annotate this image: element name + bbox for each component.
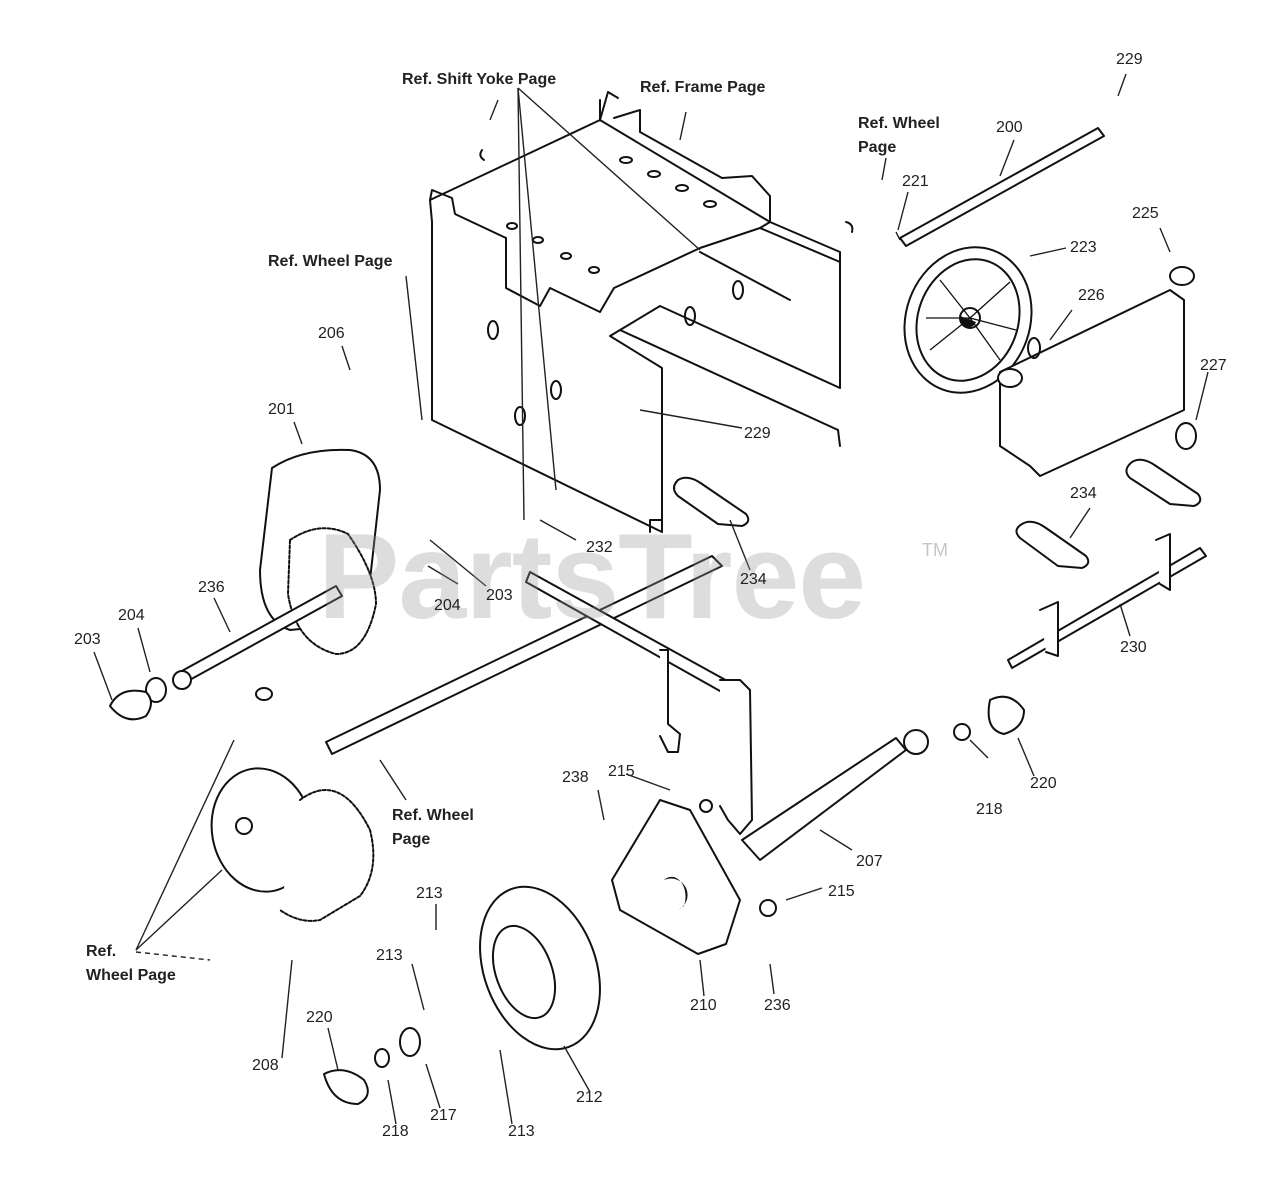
leader-lines xyxy=(93,73,1209,1125)
callout: 230 xyxy=(1120,639,1147,656)
callout: 210 xyxy=(690,997,717,1014)
callout: 218 xyxy=(976,801,1003,818)
callout: 215 xyxy=(828,883,855,900)
ref-wheel-page-bottom-line2: Wheel Page xyxy=(86,967,176,984)
callout: 207 xyxy=(856,853,883,870)
bracket-227 xyxy=(997,266,1197,477)
shaft-207 xyxy=(741,695,1025,861)
frame-housing xyxy=(429,91,854,533)
callout: 213 xyxy=(508,1123,535,1140)
pads-234 xyxy=(673,458,1202,569)
callout: 234 xyxy=(1070,485,1097,502)
ref-wheel-page-bottom-line1: Ref. xyxy=(86,943,117,960)
pulley-212 xyxy=(479,885,601,1051)
callout: 221 xyxy=(902,173,929,190)
ref-frame-page: Ref. Frame Page xyxy=(640,79,766,96)
callout: 236 xyxy=(198,579,225,596)
callout: 204 xyxy=(434,597,461,614)
callout: 217 xyxy=(430,1107,457,1124)
ref-wheel-page-mid-line1: Ref. Wheel xyxy=(392,807,474,824)
callout: 208 xyxy=(252,1057,279,1074)
callout: 232 xyxy=(586,539,613,556)
callout: 226 xyxy=(1078,287,1105,304)
callout: 215 xyxy=(608,763,635,780)
callout: 218 xyxy=(382,1123,409,1140)
ref-shift-yoke-page: Ref. Shift Yoke Page xyxy=(402,71,557,88)
callout: 212 xyxy=(576,1089,603,1106)
callout: 227 xyxy=(1200,357,1227,374)
ref-wheel-page-mid-line2: Page xyxy=(392,831,431,848)
callout: 203 xyxy=(74,631,101,648)
callout: 229 xyxy=(1116,51,1143,68)
ref-wheel-page-left: Ref. Wheel Page xyxy=(268,253,393,270)
shift-rod-230 xyxy=(1007,533,1207,669)
callout: 213 xyxy=(416,885,443,902)
callout: 204 xyxy=(118,607,145,624)
sprocket-chain-201 xyxy=(259,448,381,655)
bearing-parts-lower xyxy=(323,1027,421,1105)
callout: 200 xyxy=(996,119,1023,136)
callout: 223 xyxy=(1070,239,1097,256)
callout: 206 xyxy=(318,325,345,342)
axle-200 xyxy=(895,127,1105,247)
callout: 220 xyxy=(306,1009,333,1026)
partstree-watermark: PartsTree xyxy=(318,508,866,644)
callout: 238 xyxy=(562,769,589,786)
callout: 236 xyxy=(764,997,791,1014)
ref-wheel-page-top-line2: Page xyxy=(858,139,897,156)
callout: 201 xyxy=(268,401,295,418)
callout: 229 xyxy=(744,425,771,442)
shaft-236 xyxy=(109,585,343,721)
callout: 225 xyxy=(1132,205,1159,222)
callout: 220 xyxy=(1030,775,1057,792)
pulley-223 xyxy=(903,246,1033,394)
callout: 213 xyxy=(376,947,403,964)
callout: 203 xyxy=(486,587,513,604)
trademark-mark: TM xyxy=(922,540,948,560)
sprocket-chain-208 xyxy=(210,767,375,922)
ref-wheel-page-top-line1: Ref. Wheel xyxy=(858,115,940,132)
gear-case-210 xyxy=(611,799,777,955)
callout: 234 xyxy=(740,571,767,588)
main-shaft xyxy=(325,555,753,835)
